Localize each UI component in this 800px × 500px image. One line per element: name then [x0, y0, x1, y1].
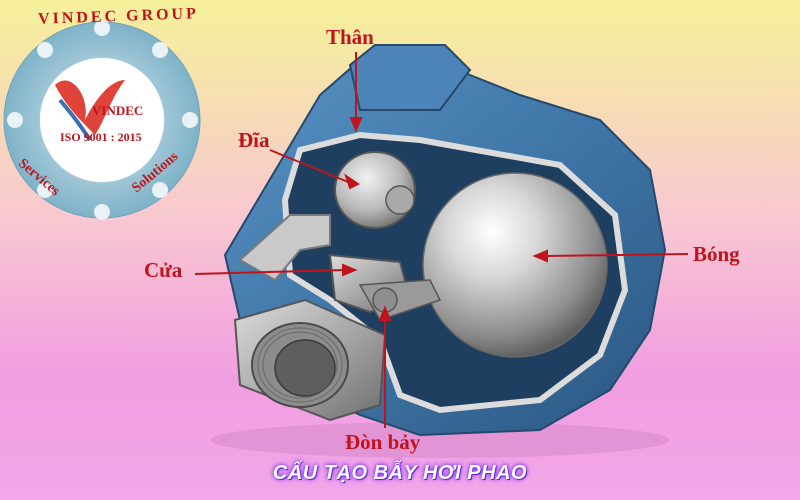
leader-dia: [269, 149, 349, 183]
channel-wall: [238, 214, 331, 282]
logo-services: Services: [15, 156, 63, 200]
label-than: Thân: [326, 25, 374, 49]
body-top-boss: [348, 44, 472, 111]
float-ball: [422, 172, 608, 358]
label-don-bay: Đòn bảy: [345, 430, 421, 454]
logo-brand: VINDEC: [92, 103, 144, 118]
vindec-logo: [3, 20, 201, 220]
leader-lines: [194, 52, 689, 428]
logo-text-group: VINDEC GROUP VINDEC ISO 9001 : 2015 Serv…: [0, 0, 210, 230]
ground-shadow: [210, 422, 670, 458]
logo-top-text: VINDEC GROUP: [37, 5, 200, 28]
leader-bong: [544, 253, 689, 257]
inlet-bore: [274, 339, 336, 397]
leader-cua: [194, 269, 346, 275]
thread-rings: [257, 327, 343, 403]
logo-solutions: Solutions: [129, 149, 182, 197]
logo-bolt-holes: [7, 20, 198, 220]
logo-mark: [55, 80, 125, 135]
label-dia: Đĩa: [238, 128, 270, 152]
diagram-caption: CẤU TẠO BẪY HƠI PHAO: [272, 462, 528, 484]
label-cua: Cửa: [144, 258, 183, 282]
label-bong: Bóng: [693, 242, 740, 266]
logo-iso: ISO 9001 : 2015: [60, 130, 142, 144]
disc-hub: [385, 185, 415, 215]
